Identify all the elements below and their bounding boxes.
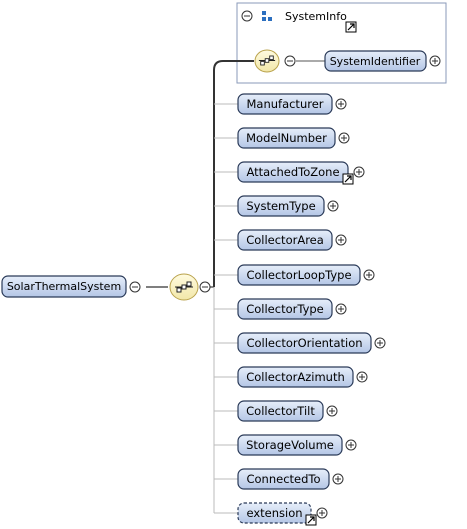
expand-icon[interactable]	[353, 166, 365, 178]
element-node-collector-orientation[interactable]: CollectorOrientation	[237, 332, 372, 354]
element-label: extension	[246, 506, 302, 520]
element-label: CollectorArea	[246, 233, 324, 247]
solar-thermal-system-node[interactable]: SolarThermalSystem	[1, 275, 127, 298]
system-identifier-expand-icon[interactable]	[429, 55, 441, 67]
element-label: ConnectedTo	[246, 472, 320, 486]
element-label: Manufacturer	[246, 97, 323, 111]
element-label: CollectorLoopType	[246, 268, 351, 282]
expand-icon[interactable]	[326, 405, 338, 417]
element-label: SystemType	[246, 199, 315, 213]
expand-icon[interactable]	[327, 200, 339, 212]
reference-arrow-icon	[305, 514, 317, 526]
connectors	[146, 60, 254, 514]
expand-icon[interactable]	[374, 337, 386, 349]
sequence-compositor[interactable]	[169, 273, 199, 301]
expand-icon[interactable]	[335, 303, 347, 315]
element-node-collector-tilt[interactable]: CollectorTilt	[237, 400, 324, 422]
element-node-model-number[interactable]: ModelNumber	[237, 127, 336, 149]
element-label: CollectorAzimuth	[246, 370, 345, 384]
element-node-attached-to-zone[interactable]: AttachedToZone	[237, 161, 349, 183]
system-identifier-label: SystemIdentifier	[330, 55, 421, 68]
system-info-label: SystemInfo	[285, 10, 347, 23]
reference-arrow-icon	[342, 173, 354, 185]
element-node-manufacturer[interactable]: Manufacturer	[237, 93, 333, 115]
inner-sequence-collapse-icon[interactable]	[284, 55, 296, 67]
system-identifier-node[interactable]: SystemIdentifier	[324, 50, 427, 72]
element-node-collector-loop-type[interactable]: CollectorLoopType	[237, 264, 361, 286]
element-label: ModelNumber	[246, 131, 327, 145]
element-node-collector-type[interactable]: CollectorType	[237, 298, 333, 320]
group-icon	[262, 11, 272, 21]
collapse-icon[interactable]	[241, 10, 253, 22]
element-label: CollectorOrientation	[246, 336, 362, 350]
element-list: ManufacturerModelNumberAttachedToZoneSys…	[237, 93, 386, 526]
expand-icon[interactable]	[345, 439, 357, 451]
expand-icon[interactable]	[316, 507, 328, 519]
reference-arrow-icon	[345, 21, 357, 33]
element-label: AttachedToZone	[246, 165, 339, 179]
element-node-storage-volume[interactable]: StorageVolume	[237, 434, 343, 456]
expand-icon[interactable]	[335, 234, 347, 246]
inner-sequence-compositor[interactable]	[254, 49, 280, 73]
expand-icon[interactable]	[356, 371, 368, 383]
root-label: SolarThermalSystem	[7, 280, 121, 293]
system-info-group: SystemInfo SystemIdentifier	[236, 2, 447, 84]
expand-icon[interactable]	[363, 269, 375, 281]
element-label: CollectorTilt	[246, 404, 315, 418]
expand-icon[interactable]	[335, 98, 347, 110]
element-node-connected-to[interactable]: ConnectedTo	[237, 468, 330, 490]
element-node-system-type[interactable]: SystemType	[237, 195, 325, 217]
expand-icon[interactable]	[332, 473, 344, 485]
element-node-collector-azimuth[interactable]: CollectorAzimuth	[237, 366, 354, 388]
sequence-collapse-icon[interactable]	[199, 281, 211, 293]
expand-icon[interactable]	[338, 132, 350, 144]
element-node-extension[interactable]: extension	[237, 502, 312, 524]
element-label: StorageVolume	[246, 438, 334, 452]
root-collapse-icon[interactable]	[129, 281, 141, 293]
element-label: CollectorType	[246, 302, 324, 316]
element-node-collector-area[interactable]: CollectorArea	[237, 229, 333, 251]
